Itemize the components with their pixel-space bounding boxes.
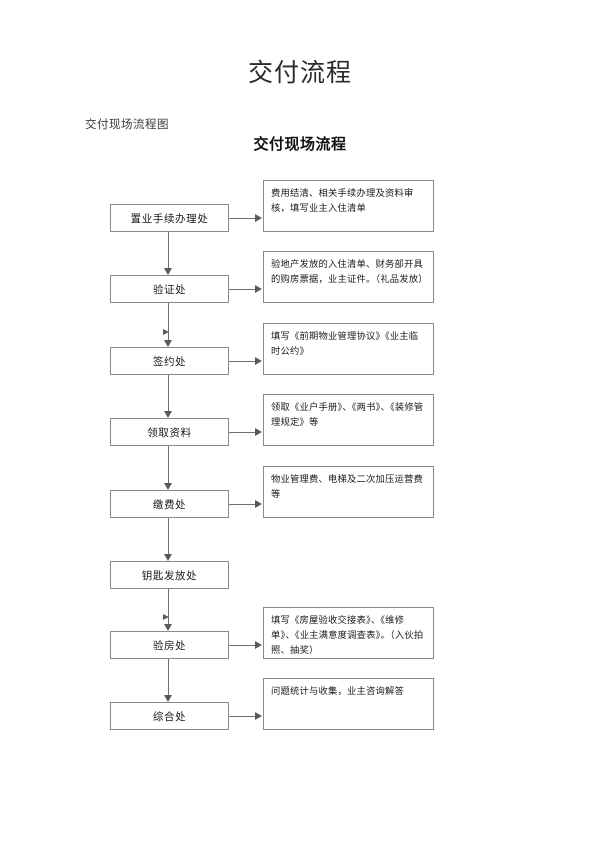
flow-node-label: 验房处 (152, 639, 187, 652)
flow-node-1: 置业手续办理处 (110, 204, 229, 232)
connector-horizontal-3 (229, 361, 255, 362)
connector-vertical-7 (168, 659, 169, 700)
flow-description-7: 填写《房屋验收交接表》、《维修单》、《业主满意度调查表》。（入伙拍照、抽奖） (263, 607, 434, 659)
section-heading: 交付现场流程 (253, 135, 347, 153)
flow-node-5: 缴费处 (110, 490, 229, 518)
connector-horizontal-8 (229, 716, 255, 717)
flow-node-3: 签约处 (110, 347, 229, 375)
flow-node-label: 验证处 (152, 283, 187, 296)
connector-side-tick-2 (163, 614, 169, 620)
flow-node-label: 缴费处 (152, 498, 187, 511)
connector-horizontal-2 (229, 289, 255, 290)
flow-description-2: 验地产发放的入住清单、财务部开具的购房票据，业主证件。（礼品发放） (263, 251, 434, 303)
flow-description-3: 填写《前期物业管理协议》《业主临时公约》 (263, 323, 434, 375)
arrowhead-right-2 (255, 284, 262, 293)
arrowhead-down-2 (164, 340, 172, 347)
arrowhead-right-1 (255, 213, 262, 222)
flow-description-4: 领取《业户手册》、《两书》、《装修管理规定》等 (263, 394, 434, 446)
connector-vertical-4 (168, 446, 169, 488)
connector-horizontal-1 (229, 218, 255, 219)
flow-node-label: 领取资料 (147, 426, 192, 439)
connector-horizontal-5 (229, 504, 255, 505)
connector-vertical-6 (168, 589, 169, 629)
arrowhead-right-4 (255, 427, 262, 436)
flow-node-7: 验房处 (110, 631, 229, 659)
arrowhead-right-8 (255, 711, 262, 720)
arrowhead-down-4 (164, 483, 172, 490)
flow-node-2: 验证处 (110, 275, 229, 303)
section-label: 交付现场流程图 (85, 117, 169, 131)
flow-description-8: 问题统计与收集，业主咨询解答 (263, 678, 434, 730)
connector-horizontal-7 (229, 645, 255, 646)
arrowhead-down-1 (164, 268, 172, 275)
connector-vertical-5 (168, 518, 169, 559)
flow-description-1: 费用结清、相关手续办理及资料审核，填写业主入住清单 (263, 180, 434, 232)
arrowhead-down-5 (164, 554, 172, 561)
connector-horizontal-4 (229, 432, 255, 433)
arrowhead-down-6 (164, 624, 172, 631)
flow-node-6: 钥匙发放处 (110, 561, 229, 589)
flow-node-label: 签约处 (152, 355, 187, 368)
arrowhead-right-3 (255, 356, 262, 365)
flow-node-4: 领取资料 (110, 418, 229, 446)
arrowhead-right-5 (255, 499, 262, 508)
connector-side-tick-1 (163, 329, 169, 335)
flow-description-5: 物业管理费、电梯及二次加压运营费等 (263, 466, 434, 518)
flow-node-label: 综合处 (152, 710, 187, 723)
flow-node-label: 置业手续办理处 (130, 212, 209, 225)
connector-vertical-3 (168, 375, 169, 416)
flow-node-label: 钥匙发放处 (141, 569, 198, 582)
flow-node-8: 综合处 (110, 702, 229, 730)
page-title: 交付流程 (247, 58, 352, 87)
connector-vertical-2 (168, 303, 169, 345)
arrowhead-down-7 (164, 695, 172, 702)
arrowhead-right-7 (255, 640, 262, 649)
connector-vertical-1 (168, 232, 169, 273)
arrowhead-down-3 (164, 411, 172, 418)
